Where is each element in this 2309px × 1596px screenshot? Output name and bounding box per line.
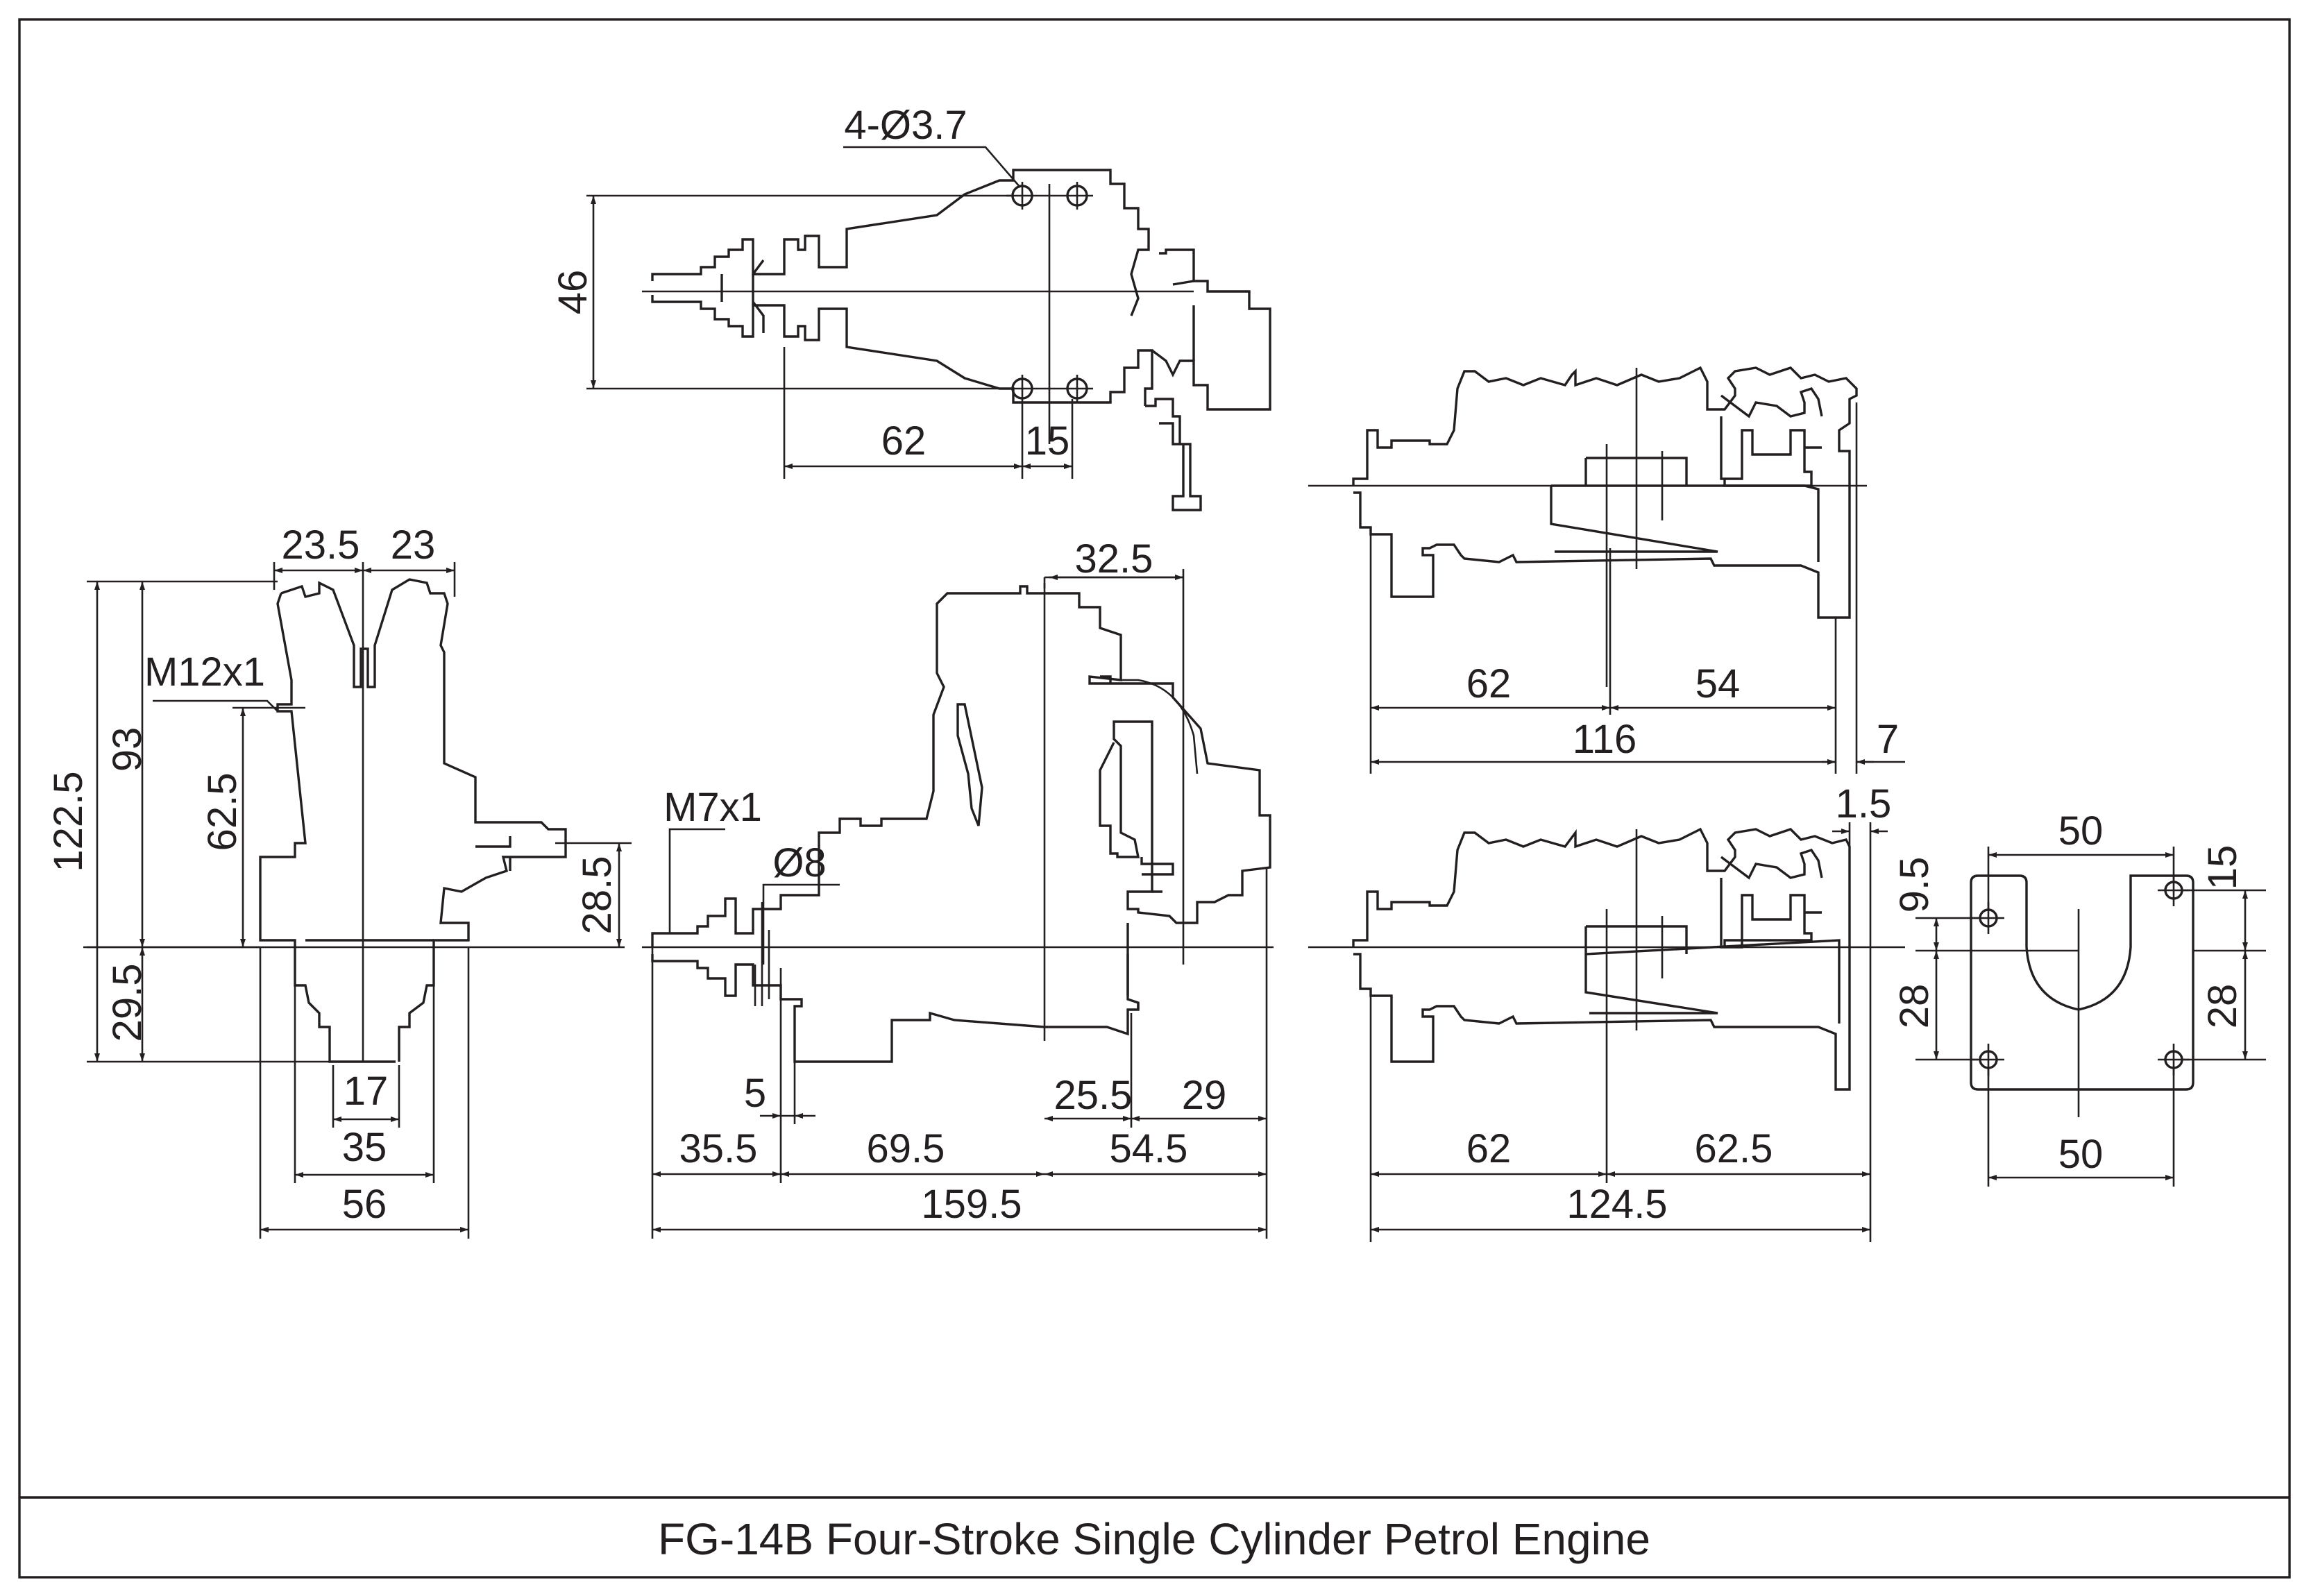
side-view-centerlines	[642, 583, 1274, 1041]
top-length-dim-a: 62	[881, 418, 927, 464]
top-hole-callout: 4-Ø3.7	[844, 103, 967, 148]
rear-lower-outline	[1352, 827, 1851, 1091]
mount-dim-top: 50	[2058, 808, 2104, 854]
side-view-dimensions	[651, 569, 1268, 1239]
top-view: 4-Ø3.7 46 62 15	[550, 103, 1271, 511]
top-view-dimensions	[586, 146, 1074, 479]
front-view: 23.5 23 M12x1 122.5 93 62.5 29.5 28.5 17…	[46, 523, 632, 1239]
side-view: M7x1 Ø8 32.5 5 25.5 29 35.5 69.5 54.5 15…	[642, 536, 1274, 1239]
rear-upper-dim-c: 7	[1877, 717, 1899, 762]
rear-upper-centerlines	[1308, 368, 1867, 687]
front-thread-callout: M12x1	[144, 650, 265, 695]
side-dim-25-5: 25.5	[1054, 1073, 1133, 1118]
front-width-outer-dim: 56	[342, 1182, 387, 1227]
rear-lower-centerlines	[1308, 829, 1905, 1030]
rear-view-upper: 62 54 116 7	[1308, 366, 1905, 774]
side-dim-5: 5	[744, 1071, 766, 1116]
front-view-outline	[259, 578, 567, 1063]
front-height-upper-dim: 93	[105, 727, 150, 772]
rear-upper-dim-total: 116	[1573, 717, 1636, 762]
side-dim-29: 29	[1182, 1073, 1227, 1118]
side-thread-callout: M7x1	[663, 785, 762, 830]
side-dim-69-5: 69.5	[867, 1126, 945, 1171]
front-height-total-dim: 122.5	[46, 771, 91, 872]
mount-plate-centerlines	[1972, 874, 2190, 1117]
mount-dim-left-top: 9.5	[1892, 857, 1937, 913]
front-height-lower-dim: 29.5	[105, 964, 150, 1042]
top-view-outline	[651, 169, 1271, 511]
mount-plate-dimensions	[1915, 847, 2266, 1187]
front-nozzle-dim: 28.5	[575, 856, 620, 935]
side-dim-35-5: 35.5	[679, 1126, 758, 1171]
mount-dim-right-top: 15	[2200, 845, 2245, 890]
front-top-right-dim: 23	[391, 523, 436, 568]
mount-plate: 50 50 9.5 28 15 28	[1892, 808, 2266, 1187]
front-width-mid-dim: 35	[342, 1125, 387, 1170]
rear-lower-dim-total: 124.5	[1566, 1182, 1667, 1227]
front-width-inner-dim: 17	[344, 1069, 389, 1114]
rear-lower-dim-b: 62.5	[1695, 1126, 1773, 1171]
rear-upper-dim-a: 62	[1466, 661, 1512, 706]
front-top-left-dim: 23.5	[282, 523, 360, 568]
mount-dim-right-bottom: 28	[2200, 984, 2245, 1029]
side-dim-54-5: 54.5	[1110, 1126, 1188, 1171]
mount-dim-bottom: 50	[2058, 1132, 2104, 1177]
rear-upper-outline	[1352, 366, 1858, 619]
rear-lower-dim-a: 62	[1466, 1126, 1512, 1171]
front-view-dimensions	[87, 562, 632, 1239]
sheet-frame	[18, 18, 2291, 1579]
rear-view-lower: 1.5 62 62.5 124.5	[1308, 781, 1905, 1242]
rear-upper-dimensions	[1369, 402, 1905, 774]
drawing-title: FG-14B Four-Stroke Single Cylinder Petro…	[658, 1514, 1650, 1564]
top-view-centerlines	[642, 182, 1194, 444]
front-height-mid-dim: 62.5	[200, 773, 245, 851]
side-dim-total: 159.5	[921, 1182, 1022, 1227]
rear-lower-dim-c: 1.5	[1836, 781, 1892, 826]
mount-plate-holes	[1979, 881, 2183, 1069]
rear-upper-dim-b: 54	[1695, 661, 1741, 706]
rear-lower-dimensions	[1369, 822, 1888, 1242]
mount-plate-outline	[1970, 874, 2194, 1091]
side-top-dim: 32.5	[1075, 536, 1153, 581]
top-length-dim-b: 15	[1025, 418, 1070, 464]
side-view-flywheel-arc	[1121, 679, 1199, 774]
side-shaft-callout: Ø8	[772, 840, 826, 885]
side-view-outline	[651, 585, 1271, 1063]
mount-dim-left-bottom: 28	[1892, 984, 1937, 1029]
top-height-dim: 46	[550, 270, 595, 315]
